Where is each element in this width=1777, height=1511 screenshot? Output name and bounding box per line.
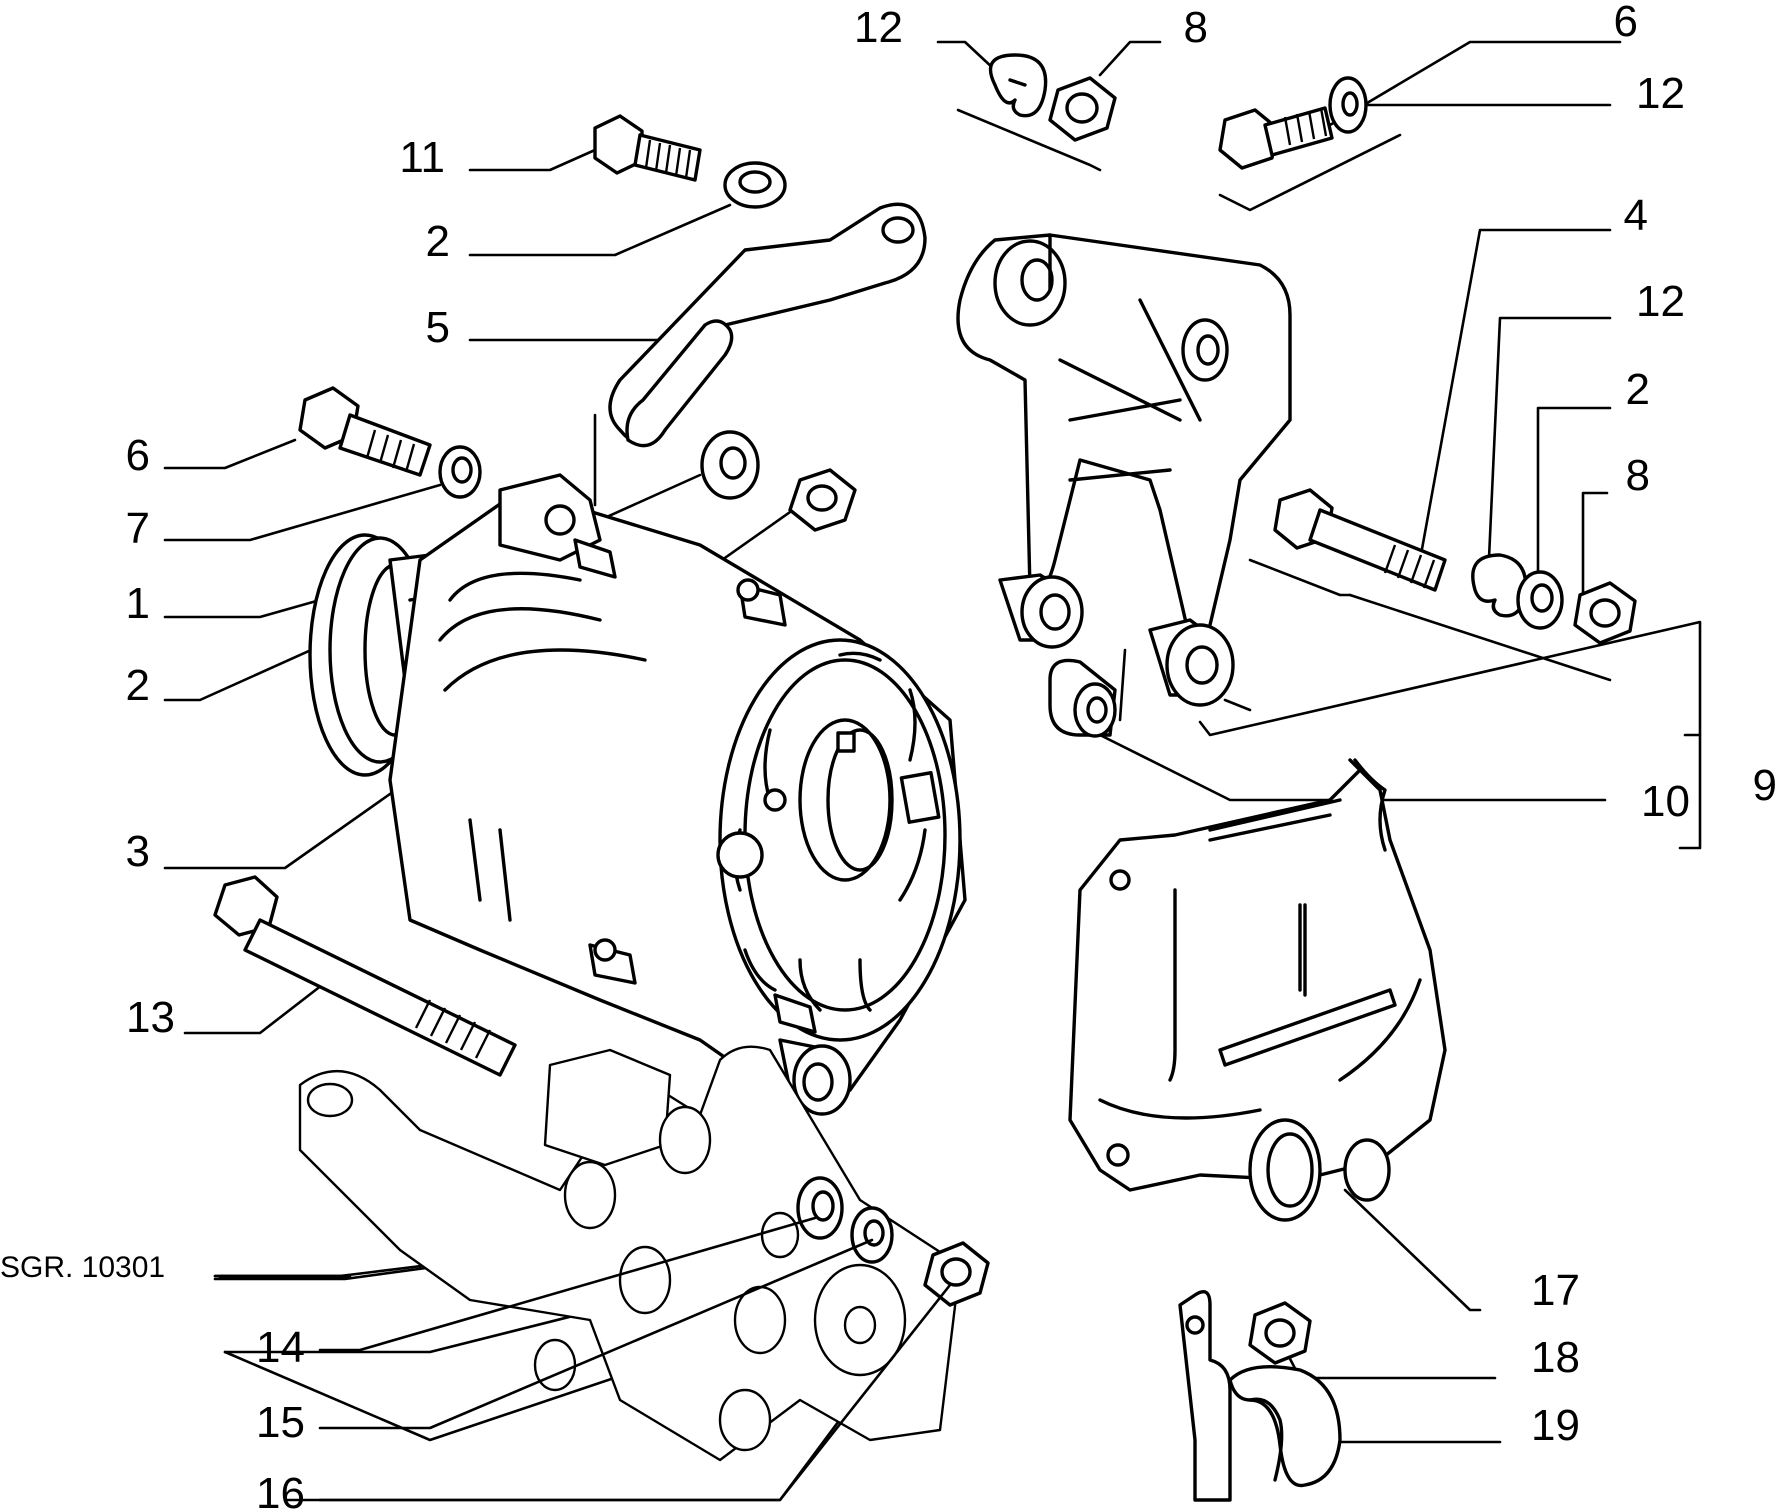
callout-label-2: 2 [1626,365,1650,414]
nut-18-part [1248,1301,1312,1365]
washer-7-part [438,445,482,499]
washer-2-top-part [723,161,787,209]
spring-washer-12-top-part [988,53,1048,118]
callout-label-12: 12 [1636,277,1685,326]
callout-label-11: 11 [399,133,445,182]
spring-washer-12-right-part [1471,553,1528,618]
callout-label-13: 13 [126,993,175,1042]
alternator-part [308,473,967,1116]
callout-label-7: 7 [126,504,150,553]
callout-label-1: 1 [126,579,150,628]
bolt-6-top-part [1218,106,1334,170]
callout-label-5: 5 [426,303,450,352]
nut-3-part [788,468,857,532]
washer-2-mid-part [700,430,760,500]
callout-label-17: 17 [1531,1266,1580,1315]
callout-label-19: 19 [1531,1401,1580,1450]
bolt-11-part [593,114,702,182]
main-bracket-9-part [956,233,1292,707]
callout-label-14: 14 [256,1323,305,1372]
lower-left-leaders [220,1216,952,1502]
bolt-13-part [213,875,517,1077]
callout-label-2: 2 [126,661,150,710]
callout-label-10: 10 [1641,777,1690,826]
callout-label-4: 4 [1624,191,1648,240]
washer-2-right-part [1516,570,1564,630]
bolt-4-part [1273,488,1447,592]
callout-label-6: 6 [1614,0,1638,46]
clamp-19-part [1178,1290,1342,1502]
washer-15-part [850,1206,894,1264]
bracket-5-part [608,202,927,448]
callout-label-8: 8 [1184,3,1208,52]
axis-guide-lines [593,108,1612,722]
callout-label-9: 9 [1753,761,1777,810]
callout-label-8: 8 [1626,451,1650,500]
callout-label-3: 3 [126,827,150,876]
nut-8-right-part [1573,581,1637,645]
callout-label-2: 2 [426,217,450,266]
bushing-10-part [1048,658,1117,738]
callout-label-6: 6 [126,431,150,480]
washer-14-part [796,1176,844,1240]
callout-label-18: 18 [1531,1333,1580,1382]
engine-support-bracket-part [298,1045,962,1462]
callout-label-12: 12 [1636,69,1685,118]
washer-12-top-right-part [1328,76,1368,134]
bolt-6-left-part [298,386,432,477]
reference-code: SGR. 10301 [0,1251,165,1284]
nut-8-top-part [1048,76,1117,142]
callout-label-12: 12 [854,3,903,52]
callout-label-15: 15 [256,1398,305,1447]
cover-17-part [1068,758,1447,1222]
callout-label-16: 16 [256,1469,305,1511]
nut-16-part [923,1241,990,1307]
